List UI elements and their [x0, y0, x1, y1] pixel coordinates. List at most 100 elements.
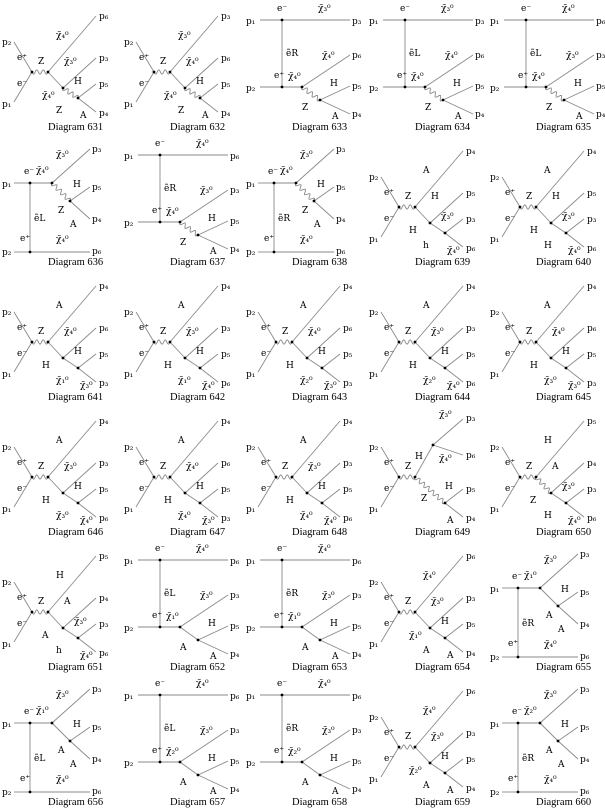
particle-label: Z: [302, 206, 308, 216]
particle-label: p₄: [230, 785, 240, 795]
vertex-dot: [30, 70, 34, 74]
particle-label: p₆: [466, 244, 476, 254]
particle-label: p₁: [369, 640, 378, 650]
particle-label: p₅: [475, 82, 485, 92]
particle-label: p₁: [246, 370, 255, 380]
particle-label: A: [543, 301, 551, 311]
particle-label: p₅: [466, 620, 476, 630]
particle-label: p₆: [99, 649, 109, 659]
vertex-dot: [158, 693, 162, 697]
particle-label: e⁺: [384, 188, 394, 198]
particle-label: p₂: [124, 219, 134, 229]
vertex-dot: [272, 181, 276, 185]
particle-label: p₆: [466, 552, 476, 562]
particle-label: e⁻: [384, 214, 394, 224]
particle-label: Z: [160, 462, 166, 472]
particle-label: H: [196, 77, 204, 87]
particle-label: p₂: [369, 84, 379, 94]
particle-label: p₆: [475, 51, 485, 61]
vertex-dot: [534, 205, 538, 209]
particle-label: H: [544, 241, 552, 251]
particle-label: p₃: [221, 324, 231, 334]
particle-label: p₂: [124, 759, 134, 769]
diagram-caption: Diagram 634: [415, 122, 471, 133]
vertex-dot: [50, 181, 54, 185]
particle-line: [501, 476, 521, 508]
particle-label: χ̃₃⁰: [178, 30, 191, 41]
particle-line: [179, 761, 199, 776]
particle-line: [47, 341, 64, 359]
boson-propagator: [519, 204, 537, 210]
particle-line: [429, 222, 446, 234]
particle-label: H: [208, 619, 216, 629]
vertex-dot: [516, 655, 520, 659]
particle-label: χ̃₃⁰: [568, 380, 581, 391]
particle-label: p₁: [369, 505, 378, 515]
vertex-dot: [290, 475, 294, 479]
particle-label: A: [446, 516, 454, 526]
particle-line: [306, 327, 341, 359]
particle-label: χ̃₃⁰: [324, 380, 337, 391]
particle-label: A: [79, 111, 87, 121]
particle-label: p₄: [221, 417, 231, 427]
boson-propagator: [301, 86, 321, 102]
particle-label: e⁺: [384, 458, 394, 468]
particle-label: χ̃₃⁰: [566, 50, 579, 61]
particle-label: e⁺: [17, 593, 27, 603]
particle-line: [199, 83, 219, 99]
particle-label: p₃: [580, 685, 590, 695]
particle-line: [13, 611, 33, 643]
particle-label: p₃: [352, 726, 362, 736]
particle-line: [539, 722, 559, 742]
vertex-dot: [28, 790, 32, 794]
particle-label: e⁻: [277, 4, 287, 14]
particle-label: p₃: [99, 459, 109, 469]
diagram-caption: Diagram 643: [292, 392, 348, 403]
particle-line: [414, 444, 434, 478]
particle-label: χ̃₃⁰: [562, 481, 575, 492]
vertex-dot: [196, 638, 200, 642]
particle-line: [13, 71, 33, 103]
particle-line: [545, 54, 595, 88]
particle-label: e⁻: [17, 349, 27, 359]
particle-label: p₁: [2, 100, 11, 110]
particle-line: [565, 353, 585, 369]
vertex-dot: [68, 739, 72, 743]
particle-label: χ̃₁⁰: [166, 611, 179, 622]
particle-label: e⁻: [268, 167, 278, 177]
particle-label: H: [286, 496, 294, 506]
particle-label: p₁: [490, 720, 499, 730]
particle-label: p₄: [99, 282, 109, 292]
particle-line: [501, 176, 521, 208]
particle-label: p₅: [580, 723, 590, 733]
boson-propagator: [153, 474, 171, 480]
vertex-dot: [158, 760, 162, 764]
particle-label: H: [544, 436, 552, 446]
particle-label: h: [423, 241, 429, 251]
particle-label: p₄: [352, 110, 362, 120]
vertex-dot: [518, 475, 522, 479]
particle-line: [501, 446, 521, 478]
particle-label: p₆: [99, 514, 109, 524]
particle-line: [550, 222, 567, 234]
particle-line: [429, 327, 464, 359]
particle-label: e⁻: [139, 484, 149, 494]
particle-label: χ̃₃⁰: [200, 725, 213, 736]
boson-propagator: [424, 86, 444, 102]
particle-label: e⁺: [274, 611, 284, 621]
particle-label: e⁻: [384, 619, 394, 629]
particle-label: p₂: [246, 308, 256, 318]
particle-line: [442, 85, 474, 101]
particle-line: [380, 746, 400, 778]
particle-label: e⁺: [274, 746, 284, 756]
particle-line: [565, 488, 585, 504]
diagram-caption: Diagram 632: [170, 122, 226, 133]
particle-line: [135, 446, 155, 478]
particle-label: A: [179, 643, 187, 653]
